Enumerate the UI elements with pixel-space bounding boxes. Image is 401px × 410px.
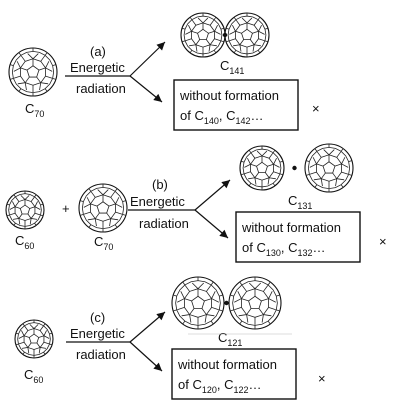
product-dimer bbox=[180, 12, 270, 58]
reactant-fullerene-60 bbox=[14, 319, 54, 359]
panel-tag: (b) bbox=[152, 177, 168, 192]
dimer-cage-right bbox=[228, 276, 282, 330]
dimer-cage-left bbox=[239, 145, 285, 191]
dimer-cage-left bbox=[180, 12, 226, 58]
reactant-fullerene-70 bbox=[78, 183, 128, 233]
product-dimer bbox=[239, 143, 354, 193]
condition-radiation: radiation bbox=[139, 216, 189, 231]
cross-mark: × bbox=[379, 234, 387, 249]
product-label: C131 bbox=[288, 193, 312, 211]
no-formation-box: without formation of C140, C142… bbox=[173, 79, 299, 131]
cross-mark: × bbox=[312, 101, 320, 116]
product-label: C141 bbox=[220, 58, 244, 76]
no-formation-box: without formation of C120, C122… bbox=[171, 348, 297, 400]
bridging-carbon bbox=[292, 165, 297, 171]
reactant-label: C60 bbox=[24, 367, 43, 385]
arrow-up bbox=[129, 311, 166, 343]
arrow-down bbox=[129, 75, 163, 103]
reactant-label: C60 bbox=[15, 233, 34, 251]
reactant-fullerene-60 bbox=[5, 190, 45, 230]
bridging-carbon bbox=[222, 32, 228, 38]
dimer-cage-left bbox=[171, 276, 225, 330]
condition-energetic: Energetic bbox=[70, 326, 125, 341]
product-label: C121 bbox=[218, 330, 242, 348]
product-dimer bbox=[171, 276, 282, 330]
panel-tag: (a) bbox=[90, 44, 106, 59]
condition-energetic: Energetic bbox=[130, 194, 185, 209]
reactant-label: C70 bbox=[94, 234, 113, 252]
condition-radiation: radiation bbox=[76, 81, 126, 96]
arrow-up bbox=[194, 179, 231, 211]
box-line2: of C130, C132… bbox=[242, 240, 326, 258]
cross-mark: × bbox=[318, 371, 326, 386]
box-line2: of C140, C142… bbox=[180, 108, 264, 126]
reactant-fullerene-70 bbox=[8, 47, 58, 97]
box-line1: without formation bbox=[177, 357, 277, 372]
panel-tag: (c) bbox=[90, 310, 105, 325]
condition-radiation: radiation bbox=[76, 347, 126, 362]
panel-a: C70 (a)Energetic radiation C141 without form… bbox=[8, 12, 320, 131]
box-line2: of C120, C122… bbox=[178, 377, 262, 395]
reactant-label: C70 bbox=[25, 101, 44, 119]
no-formation-box: without formation of C130, C132… bbox=[235, 211, 361, 263]
box-line1: without formation bbox=[241, 220, 341, 235]
dimer-cage-right bbox=[304, 143, 354, 193]
arrow-down bbox=[129, 341, 163, 372]
box-line1: without formation bbox=[179, 88, 279, 103]
bridging-carbon bbox=[224, 300, 229, 306]
plus-sign: + bbox=[62, 201, 70, 216]
dimer-cage-right bbox=[224, 12, 270, 58]
arrow-up bbox=[129, 41, 166, 77]
condition-energetic: Energetic bbox=[70, 60, 125, 75]
arrow-down bbox=[194, 209, 229, 239]
